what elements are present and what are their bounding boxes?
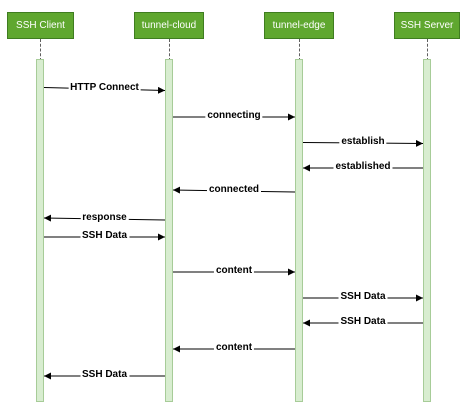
message-label: established xyxy=(333,161,393,173)
lifeline-tunnel-edge xyxy=(299,39,300,61)
message-label: SSH Data xyxy=(79,369,130,381)
lifeline-ssh-server xyxy=(427,39,428,61)
participant-ssh-client: SSH Client xyxy=(7,12,74,39)
message-label: HTTP Connect xyxy=(68,82,141,94)
message-label: content xyxy=(213,265,255,277)
message-label: content xyxy=(213,342,255,354)
message-label: response xyxy=(80,212,129,224)
message-label: connecting xyxy=(205,110,263,122)
lifeline-ssh-client xyxy=(40,39,41,61)
message-label: establish xyxy=(339,136,387,148)
activation-bar-tunnel-cloud xyxy=(165,59,173,402)
activation-bar-ssh-client xyxy=(36,59,44,402)
participant-ssh-server: SSH Server xyxy=(394,12,460,39)
message-label: SSH Data xyxy=(338,291,388,303)
lifeline-tunnel-cloud xyxy=(169,39,170,61)
participant-tunnel-cloud: tunnel-cloud xyxy=(134,12,204,39)
activation-bar-tunnel-edge xyxy=(295,59,303,402)
message-label: SSH Data xyxy=(79,230,130,242)
message-label: SSH Data xyxy=(338,316,388,328)
activation-bar-ssh-server xyxy=(423,59,431,402)
message-label: connected xyxy=(206,184,262,196)
participant-tunnel-edge: tunnel-edge xyxy=(264,12,334,39)
